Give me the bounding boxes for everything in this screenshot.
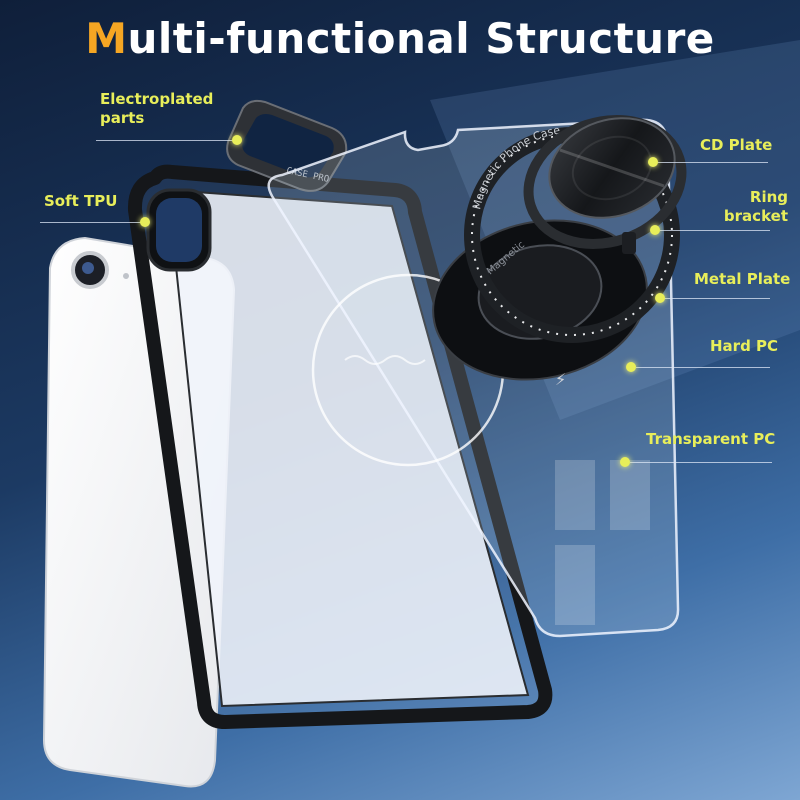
label-electroplated-line2: parts xyxy=(100,109,145,127)
leader-ring-bracket xyxy=(660,230,770,231)
leader-hard-pc xyxy=(636,367,770,368)
marker-ring-bracket xyxy=(650,225,660,235)
label-transparent-pc: Transparent PC xyxy=(646,430,776,448)
title-accent-letter: M xyxy=(85,14,128,63)
label-electroplated-line1: Electroplated xyxy=(100,90,214,108)
leader-electroplated xyxy=(96,140,236,141)
soft-tpu-frame xyxy=(127,164,553,729)
label-soft-tpu: Soft TPU xyxy=(44,192,118,210)
label-ring-line2: bracket xyxy=(723,207,788,225)
page-title: Multi-functional Structure xyxy=(0,14,800,63)
leader-metal-plate xyxy=(664,298,770,299)
cd-plate xyxy=(548,117,676,219)
label-metal-plate: Metal Plate xyxy=(694,270,791,288)
svg-text:⚡: ⚡ xyxy=(555,370,566,389)
label-ring-bracket: Ring bracket xyxy=(722,188,788,226)
title-rest: ulti-functional Structure xyxy=(127,14,715,63)
ring-bracket xyxy=(523,115,687,254)
marker-metal-plate xyxy=(655,293,665,303)
label-ring-line1: Ring xyxy=(749,188,788,206)
marker-soft-tpu xyxy=(140,217,150,227)
label-hard-pc: Hard PC xyxy=(710,337,779,355)
leader-transparent-pc xyxy=(630,462,772,463)
marker-hard-pc xyxy=(626,362,636,372)
leader-soft-tpu xyxy=(40,222,144,223)
label-electroplated-parts: Electroplated parts xyxy=(100,90,213,128)
marker-cd-plate xyxy=(648,157,658,167)
marker-electroplated xyxy=(232,135,242,145)
marker-transparent-pc xyxy=(620,457,630,467)
leader-cd-plate xyxy=(656,162,768,163)
label-cd-plate: CD Plate xyxy=(700,136,773,154)
